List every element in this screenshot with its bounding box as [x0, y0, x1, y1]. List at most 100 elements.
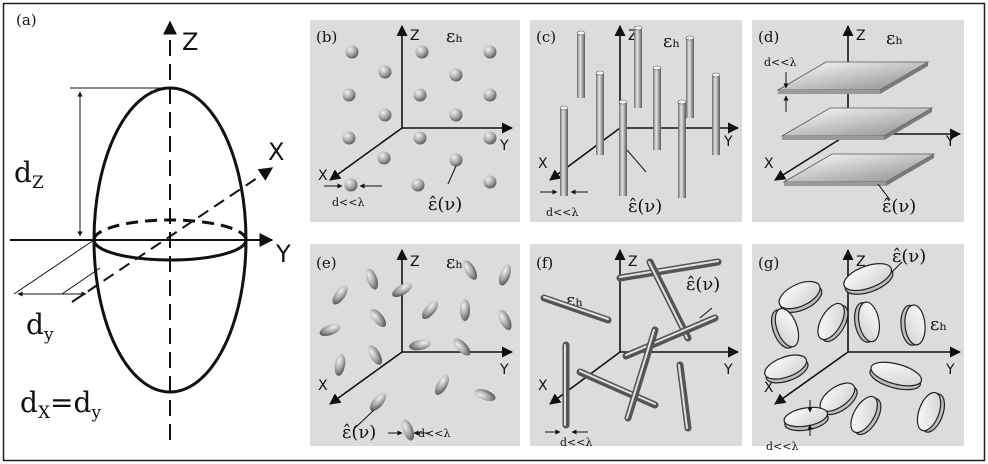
panel-f-x-label: X: [538, 378, 548, 394]
rod: [560, 108, 568, 196]
sphere: [413, 131, 427, 145]
ellipsoid: [498, 264, 512, 286]
ellipsoid: [319, 323, 341, 337]
ellipsoid: [368, 345, 382, 365]
panel-c-tag: (c): [536, 28, 556, 46]
panel-e-y-label: Y: [499, 362, 509, 378]
x-axis-label: X: [268, 138, 284, 166]
rod-top: [633, 25, 643, 31]
panel-d-z-label: Z: [856, 28, 866, 44]
panel-e: ZYX(e)εₕε̂(ν)d<<λ: [310, 244, 520, 446]
panel-f-inclusion-permittivity: ε̂(ν): [686, 274, 720, 295]
ellipsoid: [369, 392, 387, 412]
equator-front: [92, 239, 248, 262]
panel-b-y-label: Y: [499, 138, 509, 154]
e-pointer: [354, 409, 375, 429]
ellipsoid: [421, 300, 439, 320]
disk: [817, 302, 849, 343]
panel-b-x-label: X: [318, 168, 328, 184]
ellipsoid: [453, 338, 471, 356]
panel-g-z-label: Z: [856, 254, 866, 270]
panel-e-host-permittivity: εₕ: [446, 252, 463, 273]
panel-e-content: [319, 260, 512, 441]
panel-e-x-label: X: [318, 378, 328, 394]
rod: [653, 68, 661, 150]
rod-highlight: [626, 329, 655, 419]
d-pointer: [877, 183, 891, 201]
panel-b-x-axis: [329, 127, 403, 181]
disk: [850, 395, 882, 436]
ellipsoid: [332, 285, 348, 305]
sphere: [345, 45, 359, 59]
panel-g-x-label: X: [764, 380, 774, 396]
panel-c-inclusion-permittivity: ε̂(ν): [628, 196, 662, 217]
rod-top: [677, 99, 687, 105]
panel-d-tag: (d): [758, 28, 779, 46]
sphere: [378, 65, 392, 79]
panel-d-size-condition: d<<λ: [764, 56, 796, 69]
rod-top: [559, 105, 569, 111]
rod-highlight: [543, 296, 609, 320]
rod-highlight: [579, 370, 656, 405]
panel-e-inclusion-permittivity: ε̂(ν): [342, 422, 376, 443]
panel-e-tag: (e): [316, 254, 337, 272]
panel-e-z-label: Z: [410, 254, 420, 270]
panel-f-z-label: Z: [628, 254, 638, 270]
dy-label: dy: [26, 308, 54, 345]
panel-f-size-condition: d<<λ: [560, 436, 592, 449]
dy-ext-2: [61, 267, 101, 295]
rod-top: [576, 30, 586, 36]
panel-b-content: [324, 45, 497, 192]
rod-top: [595, 70, 605, 76]
d-plates: [776, 61, 936, 186]
rod-highlight: [648, 261, 688, 339]
rod-top: [618, 99, 628, 105]
z-axis-label: Z: [182, 28, 198, 56]
sphere: [413, 88, 427, 102]
panel-f-tag: (f): [536, 254, 553, 272]
sphere: [449, 108, 463, 122]
sphere: [342, 131, 356, 145]
g-disks: [764, 263, 946, 436]
e-ellipsoids: [319, 260, 512, 441]
ellipsoid: [369, 308, 387, 328]
ellipsoid: [392, 283, 412, 297]
rod-highlight: [619, 260, 719, 278]
panel-a: (a) Z Y X dZ dy dX=dy: [10, 11, 291, 440]
sphere: [483, 175, 497, 189]
panel-g-tag: (g): [758, 254, 779, 272]
c-pointer: [626, 149, 647, 173]
panel-b-inclusion-permittivity: ε̂(ν): [428, 194, 462, 215]
panel-b-host-permittivity: εₕ: [446, 26, 463, 47]
ellipsoid: [334, 354, 346, 376]
sphere: [449, 153, 463, 167]
panel-g-x-axis: [774, 351, 849, 405]
panel-f-content: [540, 258, 722, 435]
f-pointer: [699, 307, 713, 319]
rod: [577, 33, 585, 98]
disk: [900, 304, 926, 346]
panel-c-content: [540, 25, 721, 198]
plate-edge-side: [886, 154, 934, 186]
b-pointer: [447, 165, 457, 185]
disk: [916, 391, 946, 433]
rod-top: [685, 35, 695, 41]
disk: [764, 354, 809, 384]
panel-d-x-label: X: [764, 156, 774, 172]
sphere: [415, 45, 429, 59]
sphere: [411, 178, 425, 192]
dy-ext-1: [13, 239, 95, 295]
plate-edge-side: [884, 108, 932, 140]
sphere: [449, 68, 463, 82]
dx-equals-dy: dX=dy: [20, 386, 101, 423]
b-spheres: [342, 45, 497, 192]
disk: [778, 280, 823, 313]
sphere: [342, 88, 356, 102]
panel-g-inclusion-permittivity: ε̂(ν): [892, 246, 926, 267]
ellipsoid: [474, 388, 496, 402]
disk: [843, 263, 894, 295]
ellipsoid: [365, 268, 379, 290]
g-pointer: [891, 261, 903, 273]
rod: [678, 102, 686, 198]
rod-highlight: [625, 316, 716, 356]
